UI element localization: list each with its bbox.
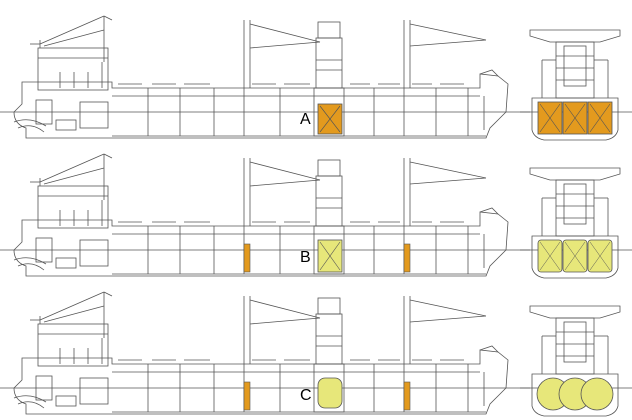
variant-label-b: B xyxy=(300,249,311,266)
tanks-a-section xyxy=(537,101,613,135)
variant-label-c: C xyxy=(300,387,312,404)
variant-c: C xyxy=(0,291,632,417)
ship-profile-b xyxy=(0,153,531,277)
tank-c-profile xyxy=(317,377,343,409)
small-tank-b-right xyxy=(403,243,411,273)
small-tank-b-left xyxy=(243,243,251,273)
ship-profile-c xyxy=(0,291,531,415)
small-tank-c-left xyxy=(243,381,251,411)
small-tank-c-right xyxy=(403,381,411,411)
variant-a: A xyxy=(0,15,632,141)
tanks-b-section xyxy=(537,239,613,273)
variant-b: B xyxy=(0,153,632,279)
tanks-c-section xyxy=(536,377,614,411)
ship-profile-a xyxy=(0,15,531,139)
variant-label-a: A xyxy=(300,111,311,128)
